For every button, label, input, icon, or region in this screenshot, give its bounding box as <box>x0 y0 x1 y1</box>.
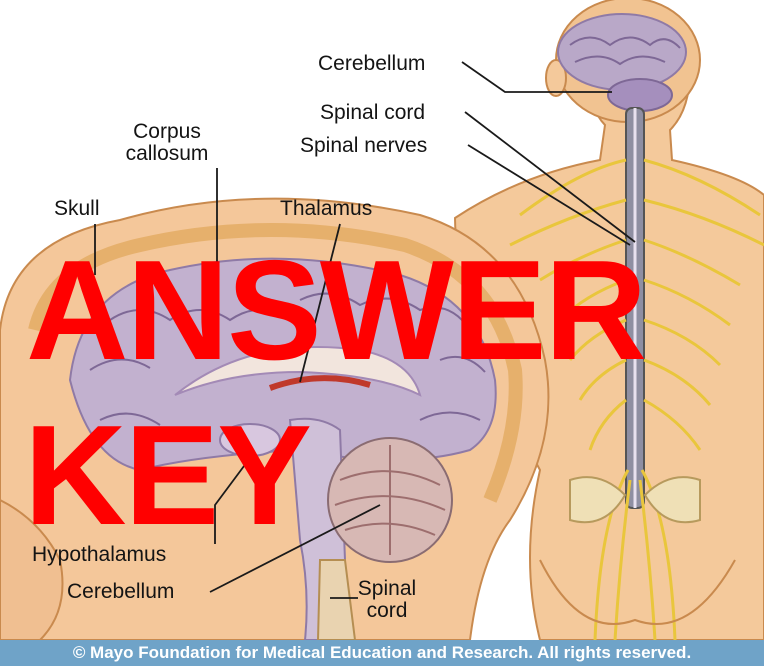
label-cerebellum-back: Cerebellum <box>318 53 425 75</box>
label-spinal-line2: cord <box>352 600 422 622</box>
label-corpus-callosum: Corpus callosum <box>112 121 222 165</box>
answer-key-stamp-line2: KEY <box>24 405 310 547</box>
label-spinal-cord-back: Spinal cord <box>320 102 425 124</box>
label-corpus-line2: callosum <box>112 143 222 165</box>
label-spinal-cord-section: Spinal cord <box>352 578 422 622</box>
label-spinal-nerves: Spinal nerves <box>300 135 427 157</box>
label-cerebellum-section: Cerebellum <box>67 581 174 603</box>
label-spinal-line1: Spinal <box>352 578 422 600</box>
label-thalamus: Thalamus <box>280 198 372 220</box>
copyright-footer: © Mayo Foundation for Medical Education … <box>0 640 764 666</box>
label-skull: Skull <box>54 198 100 220</box>
label-corpus-line1: Corpus <box>112 121 222 143</box>
answer-key-stamp-line1: ANSWER <box>26 240 645 382</box>
